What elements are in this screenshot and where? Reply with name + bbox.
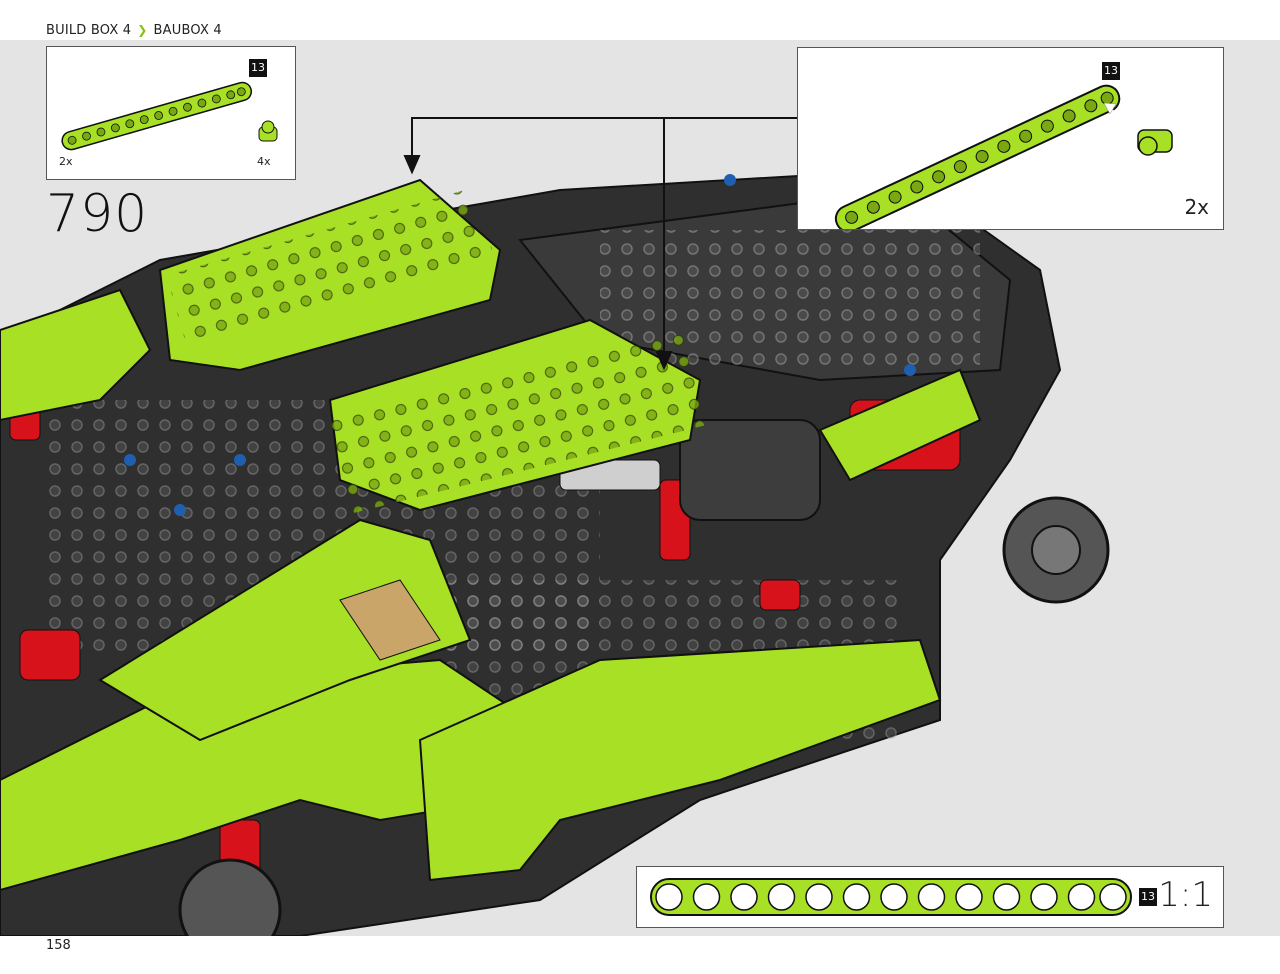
scale-label: 1:1 [1158,875,1213,915]
sub-assembly-callout: 13 2x [797,47,1224,230]
connector-quantity: 4x [257,155,271,168]
sub-assembly-illustration [834,84,1173,229]
sub-assembly-connector [1137,129,1173,156]
beam-13-lime [61,81,253,151]
page-number: 158 [46,938,71,953]
insert-arrow-icon [1107,107,1139,127]
parts-list: 13 2x 4x [46,46,296,180]
sub-assembly-badge: 13 [1102,62,1120,80]
scale-reference: 13 1:1 [636,866,1224,928]
parts-illustration [61,81,278,151]
car-body-panels [0,178,982,892]
scale-beam-13 [650,878,1132,916]
header: BUILD BOX 4 ❯ BAUBOX 4 [46,20,222,40]
scale-length-badge: 13 [1139,888,1157,906]
connector-lime [258,120,278,142]
beam-quantity: 2x [59,155,73,168]
sub-assembly-beam [834,84,1121,229]
step-number: 790 [46,184,149,244]
beam-length-badge: 13 [249,59,267,77]
header-title-de: BAUBOX 4 [153,22,222,38]
sub-assembly-quantity: 2x [1184,195,1209,219]
model-illustration [0,117,1110,936]
arrow-right-icon: ❯ [137,23,148,37]
header-title-en: BUILD BOX 4 [46,22,132,38]
placement-arrows [403,117,797,371]
